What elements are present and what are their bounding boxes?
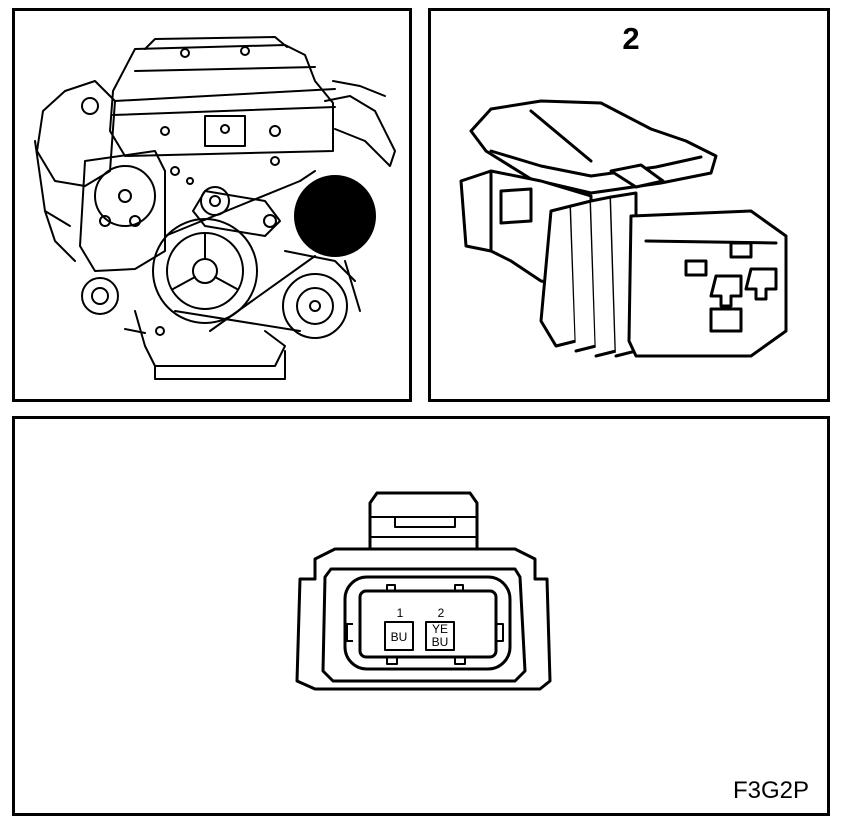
pin-2-color-2: BU bbox=[431, 635, 449, 649]
figure-code: F3G2P bbox=[732, 777, 809, 804]
engine-panel bbox=[12, 8, 412, 402]
connector-pin-label: 2 bbox=[622, 21, 640, 56]
pin-1-number: 1 bbox=[396, 606, 404, 620]
pin-2-number: 2 bbox=[437, 606, 445, 620]
engine-illustration bbox=[34, 36, 396, 380]
connector-illustration bbox=[459, 99, 788, 358]
connector-panel: 2 bbox=[428, 8, 830, 402]
face-view-panel: 1 BU 2 YE BU F3G2P bbox=[12, 416, 830, 816]
pin-2-color-1: YE bbox=[431, 622, 448, 636]
connector-face-diagram bbox=[295, 491, 552, 691]
pin-1-color: BU bbox=[390, 630, 408, 644]
